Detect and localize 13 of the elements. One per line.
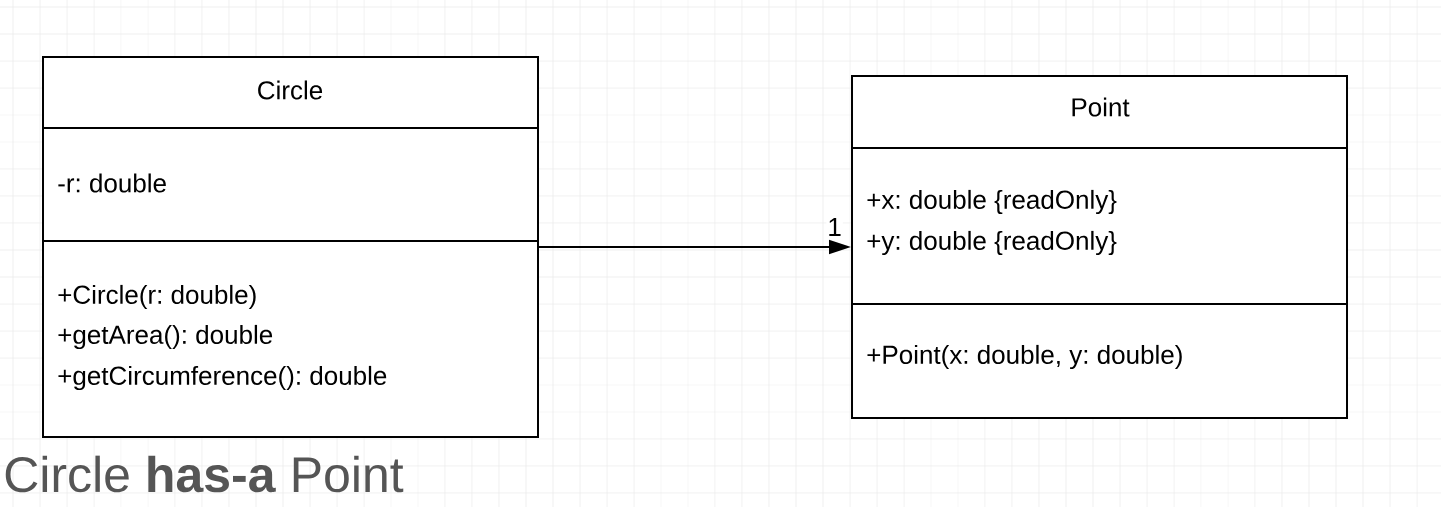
attribute-text: -r: double bbox=[58, 173, 166, 193]
attribute-text: +x: double {readOnly} bbox=[867, 189, 1117, 215]
multiplicity-label: 1 bbox=[826, 217, 843, 237]
class-box bbox=[42, 56, 539, 438]
attribute-text: +y: double {readOnly} bbox=[867, 230, 1117, 256]
class-name: Circle bbox=[258, 80, 323, 100]
method-text: +Circle(r: double) bbox=[58, 284, 256, 310]
class-box bbox=[851, 75, 1348, 419]
method-text: +getArea(): double bbox=[58, 324, 273, 350]
method-text: +getCircumference(): double bbox=[58, 365, 387, 391]
class-name: Point bbox=[1072, 97, 1130, 117]
method-text: +Point(x: double, y: double) bbox=[867, 344, 1182, 370]
caption: Circle has-a Point bbox=[5, 455, 404, 493]
